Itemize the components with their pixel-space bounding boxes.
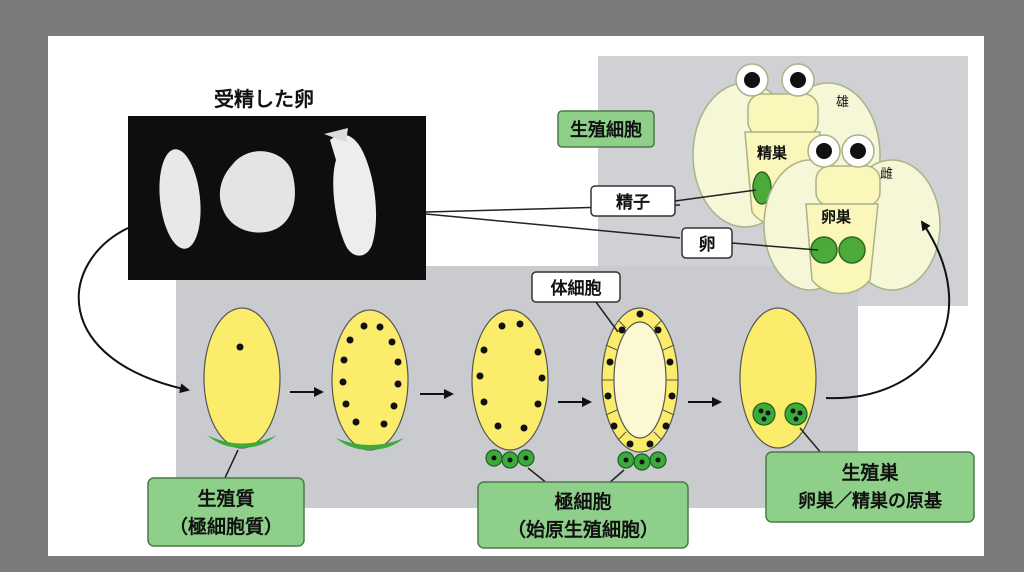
stage2-nucleus [377,324,384,331]
stage3-nucleus [535,401,542,408]
germ-plasm-subtitle: （極細胞質） [169,515,283,538]
germ-plasm-title: 生殖質 [197,487,254,510]
stage3-pole-cell-nucleus [492,456,497,461]
stage5-gonad-nucleus [791,409,796,414]
stage5-gonad-nucleus [798,411,803,416]
stage2-nucleus [341,357,348,364]
stage3-nucleus [517,321,524,328]
female-thorax [816,166,880,206]
stage2-nucleus [340,379,347,386]
stage4-nucleus [637,311,644,318]
stage3-pole-cell-nucleus [524,456,529,461]
stage5-gonad-nucleus [794,417,799,422]
stage1-egg [204,308,280,448]
stage1-nucleus [237,344,244,351]
stage2-nucleus [381,421,388,428]
sperm-label: 精子 [616,192,650,213]
female-pupil-right [850,143,866,159]
stage2-nucleus [395,381,402,388]
gonad-subtitle: 卵巣／精巣の原基 [798,490,943,512]
gonad-title: 生殖巣 [841,461,899,484]
female-pupil-left [816,143,832,159]
male-pupil-right [790,72,806,88]
stage4-nucleus [605,393,612,400]
stage3-nucleus [539,375,546,382]
pole-cells-subtitle: （始原生殖細胞） [507,518,659,541]
stage2-nucleus [353,419,360,426]
male-pupil-left [744,72,760,88]
stage3-nucleus [521,425,528,432]
stage3-nucleus [499,323,506,330]
stage4-nucleus [627,441,634,448]
stage5-gonad-left [753,403,775,425]
embryo-stage-2 [332,310,408,450]
stage3-nucleus [495,423,502,430]
stage5-gonad-nucleus [759,409,764,414]
stage3-nucleus [481,347,488,354]
male-label: 雄 [836,95,849,110]
stage2-nucleus [391,403,398,410]
ovary-label: 卵巣 [821,208,852,226]
stage4-nucleus [647,441,654,448]
stage4-pole-cell-nucleus [624,458,629,463]
somatic-cells-label: 体細胞 [551,278,602,299]
egg-label: 卵 [699,234,716,255]
stage5-egg [740,308,816,448]
embryo-stage-5 [740,308,816,448]
stage3-egg [472,310,548,450]
stage3-nucleus [481,399,488,406]
embryo-stage-1 [204,308,280,448]
stage4-nucleus [611,423,618,430]
stage2-nucleus [389,339,396,346]
stage4-pole-cell-nucleus [640,460,645,465]
stage4-nucleus [607,359,614,366]
stage4-pole-cell-nucleus [656,458,661,463]
fertilized-egg-photo [128,116,426,280]
stage2-nucleus [347,337,354,344]
stage5-gonad-nucleus [766,411,771,416]
stage3-nucleus [535,349,542,356]
pole-cells-title: 極細胞 [554,490,611,513]
stage3-pole-cell-nucleus [508,458,513,463]
stage4-yolk [614,322,666,438]
germ-cells-label: 生殖細胞 [570,119,642,141]
stage4-nucleus [655,327,662,334]
stage3-nucleus [477,373,484,380]
male-thorax [748,94,818,136]
female-label: 雌 [880,166,893,182]
stage2-nucleus [343,401,350,408]
stage2-nucleus [361,323,368,330]
stage2-nucleus [395,359,402,366]
stage5-gonad-nucleus [762,417,767,422]
stage4-nucleus [669,393,676,400]
stage5-gonad-right [785,403,807,425]
stage4-nucleus [619,327,626,334]
stage4-nucleus [667,359,674,366]
photo-title: 受精した卵 [214,87,314,111]
testis-label: 精巣 [757,144,788,162]
female-ovary-right [839,237,865,263]
stage4-nucleus [663,423,670,430]
